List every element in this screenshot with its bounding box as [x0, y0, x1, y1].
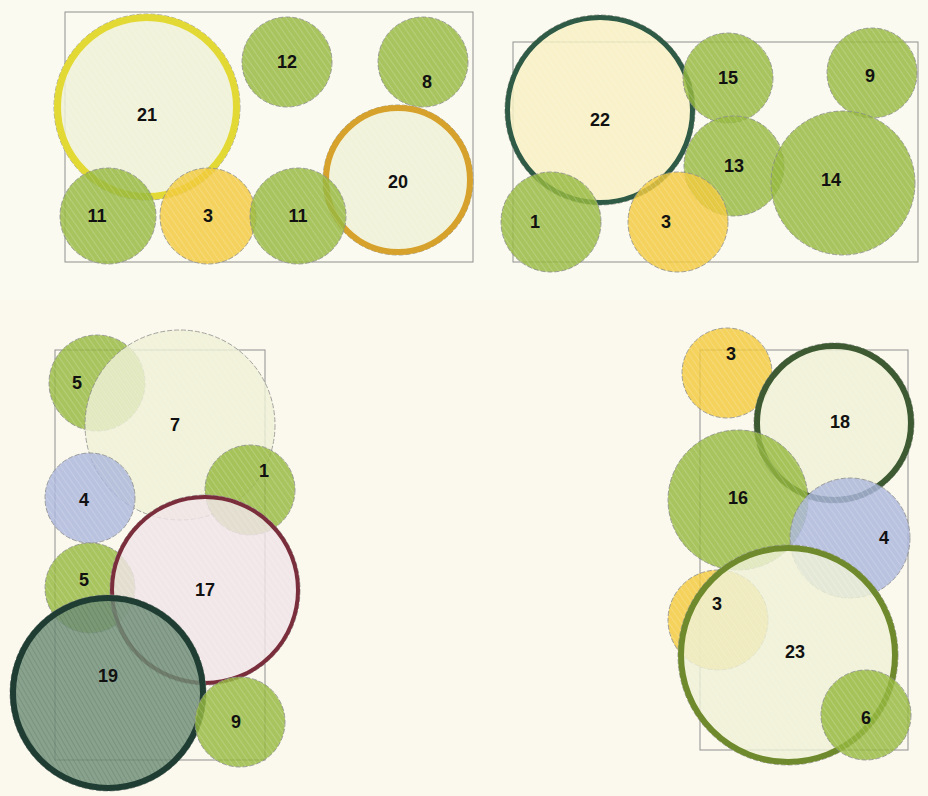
plant-number: 17 — [195, 581, 215, 599]
plant-number: 13 — [724, 157, 744, 175]
plant-number: 3 — [712, 595, 722, 613]
plant-number: 11 — [288, 207, 307, 225]
plant-number: 8 — [422, 73, 432, 91]
plant-number: 11 — [87, 207, 106, 225]
plant-shape — [45, 453, 135, 543]
plant-number: 3 — [203, 207, 213, 225]
plant-number: 5 — [79, 571, 89, 589]
plant-circle: 8 — [378, 17, 468, 107]
plant-circle: 6 — [821, 670, 911, 760]
plant-shape — [771, 111, 915, 255]
plant-circle: 1 — [501, 172, 601, 272]
plant-shape — [10, 595, 206, 791]
plant-number: 19 — [98, 667, 118, 685]
plant-shape — [378, 17, 468, 107]
plant-number: 3 — [661, 213, 671, 231]
plant-circle: 9 — [827, 28, 917, 118]
plant-circle: 11 — [250, 168, 346, 264]
plant-circle: 15 — [683, 33, 773, 123]
upper-ground — [0, 0, 928, 300]
plant-number: 16 — [728, 489, 748, 507]
plant-circle: 11 — [60, 168, 156, 264]
plant-number: 12 — [277, 53, 297, 71]
plant-number: 21 — [137, 106, 157, 124]
plant-number: 1 — [530, 213, 540, 231]
plant-number: 9 — [865, 67, 875, 85]
plant-circle: 12 — [242, 17, 332, 107]
plant-number: 9 — [231, 713, 241, 731]
plant-number: 3 — [726, 345, 736, 363]
plant-number: 4 — [879, 529, 889, 547]
plant-number: 5 — [72, 374, 82, 392]
plant-circle: 14 — [771, 111, 915, 255]
plant-number: 22 — [590, 111, 610, 129]
plant-circle: 20 — [323, 105, 473, 255]
plant-number: 18 — [830, 413, 850, 431]
plant-circle: 19 — [10, 595, 206, 791]
plant-number: 20 — [388, 173, 408, 191]
plant-circle: 3 — [628, 172, 728, 272]
plant-number: 1 — [259, 462, 269, 480]
plant-shape — [628, 172, 728, 272]
plant-circle: 4 — [45, 453, 135, 543]
plant-shape — [501, 172, 601, 272]
plant-circle: 3 — [160, 168, 256, 264]
plant-number: 14 — [821, 171, 841, 189]
plant-number: 23 — [785, 643, 805, 661]
plant-shape — [60, 168, 156, 264]
plant-circle: 9 — [195, 677, 285, 767]
plant-number: 15 — [718, 69, 738, 87]
plant-number: 7 — [170, 416, 180, 434]
plant-number: 4 — [79, 491, 89, 509]
plant-number: 6 — [861, 709, 871, 727]
